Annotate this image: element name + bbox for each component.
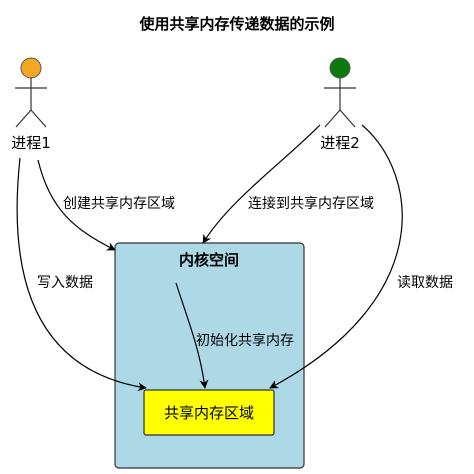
edge-init-shared-memory (175, 282, 209, 389)
actor-process-2: 进程2 (320, 57, 360, 152)
actor-label-process-2: 进程2 (320, 134, 360, 152)
actor-left-leg (324, 109, 341, 128)
actor-left-leg (15, 109, 32, 128)
edge-write-data (16, 157, 147, 392)
shared-memory-label: 共享内存区域 (164, 404, 254, 422)
shared-memory-box (143, 389, 275, 436)
kernel-space-label: 内核空间 (179, 251, 239, 269)
actor-right-leg (339, 109, 356, 128)
edge-label-write-data: 写入数据 (37, 275, 93, 291)
actor-right-leg (30, 109, 47, 128)
edge-label-read-data: 读取数据 (397, 274, 453, 291)
edge-label-connect-shared-memory: 连接到共享内存区域 (248, 195, 374, 212)
edge-label-create-shared-memory: 创建共享内存区域 (63, 195, 175, 212)
actor-head-icon (329, 57, 351, 79)
edge-connect-shared-memory (202, 124, 321, 244)
edge-create-shared-memory (37, 159, 116, 251)
actor-head-icon (20, 57, 42, 79)
actor-process-1: 进程1 (11, 57, 51, 152)
edge-label-init-shared-memory: 初始化共享内存 (196, 332, 294, 349)
diagram-title: 使用共享内存传递数据的示例 (138, 15, 334, 33)
actor-label-process-1: 进程1 (11, 134, 51, 152)
edge-read-data (269, 124, 403, 389)
